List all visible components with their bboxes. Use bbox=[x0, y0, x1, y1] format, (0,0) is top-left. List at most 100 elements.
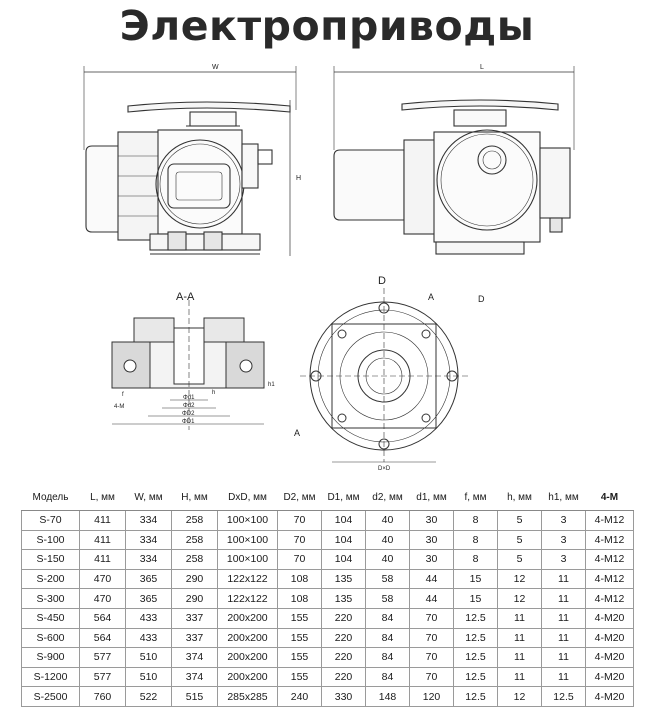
model-cell: S-70 bbox=[21, 510, 80, 531]
model-cell: S-300 bbox=[21, 588, 80, 609]
model-cell: S-600 bbox=[21, 627, 80, 649]
header-cell: d1, мм bbox=[409, 484, 454, 511]
table-cell: 8 bbox=[453, 549, 498, 570]
table-cell: 4-M20 bbox=[585, 627, 634, 649]
header-cell: DxD, мм bbox=[217, 484, 278, 511]
table-cell: 411 bbox=[79, 510, 126, 531]
table-cell: 40 bbox=[365, 510, 410, 531]
model-cell: S-2500 bbox=[21, 686, 80, 707]
table-cell: 40 bbox=[365, 549, 410, 570]
table-cell: 8 bbox=[453, 510, 498, 531]
flange-a-bottom: A bbox=[294, 428, 300, 438]
table-cell: 120 bbox=[409, 686, 454, 707]
header-cell: f, мм bbox=[453, 484, 498, 511]
table-cell: 470 bbox=[79, 588, 126, 609]
table-cell: 4-M20 bbox=[585, 647, 634, 668]
table-cell: 12.5 bbox=[453, 666, 498, 688]
table-cell: 70 bbox=[277, 549, 322, 570]
section-a-a: A-A Φd1 Φd2 ΦD2 ΦD1 h h1 f 4-M bbox=[111, 291, 275, 430]
table-cell: 258 bbox=[171, 549, 218, 570]
table-cell: 58 bbox=[365, 568, 410, 590]
table-cell: 220 bbox=[321, 607, 366, 629]
dim-h-label: H bbox=[296, 175, 301, 182]
table-cell: 70 bbox=[277, 510, 322, 531]
dim-w-label: W bbox=[212, 64, 219, 71]
spec-table: Модель L, мм W, мм H, мм DxD, мм D2, мм … bbox=[21, 484, 634, 707]
header-cell: d2, мм bbox=[365, 484, 410, 511]
table-cell: 200x200 bbox=[217, 666, 278, 688]
table-cell: 135 bbox=[321, 568, 366, 590]
table-cell: 70 bbox=[277, 529, 322, 551]
table-cell: 4-M20 bbox=[585, 607, 634, 629]
table-cell: 11 bbox=[541, 666, 586, 688]
table-cell: 11 bbox=[541, 607, 586, 629]
dim-h1-label: h1 bbox=[268, 382, 275, 388]
table-cell: 84 bbox=[365, 607, 410, 629]
table-cell: 135 bbox=[321, 588, 366, 609]
header-cell: D1, мм bbox=[321, 484, 366, 511]
table-cell: 220 bbox=[321, 627, 366, 649]
table-cell: 30 bbox=[409, 529, 454, 551]
dim-4m-label: 4-M bbox=[114, 404, 124, 410]
table-cell: 30 bbox=[409, 549, 454, 570]
table-cell: 290 bbox=[171, 568, 218, 590]
table-cell: 12 bbox=[497, 686, 542, 707]
table-cell: 15 bbox=[453, 568, 498, 590]
table-cell: 12.5 bbox=[453, 607, 498, 629]
dim-d2-label: Φd2 bbox=[183, 403, 195, 409]
table-cell: 148 bbox=[365, 686, 410, 707]
table-cell: 3 bbox=[541, 529, 586, 551]
header-cell: h, мм bbox=[497, 484, 542, 511]
table-cell: 40 bbox=[365, 529, 410, 551]
table-cell: 577 bbox=[79, 647, 126, 668]
table-cell: 12 bbox=[497, 568, 542, 590]
header-cell: 4-M bbox=[585, 484, 634, 511]
table-cell: 11 bbox=[541, 568, 586, 590]
section-title: A-A bbox=[176, 291, 195, 303]
table-cell: 258 bbox=[171, 510, 218, 531]
table-cell: 104 bbox=[321, 549, 366, 570]
table-cell: 70 bbox=[409, 627, 454, 649]
table-cell: 470 bbox=[79, 568, 126, 590]
header-cell: L, мм bbox=[79, 484, 126, 511]
dim-l-label: L bbox=[480, 64, 484, 71]
table-cell: 108 bbox=[277, 588, 322, 609]
table-cell: 155 bbox=[277, 666, 322, 688]
flange-a-top: A bbox=[428, 292, 434, 302]
table-cell: 8 bbox=[453, 529, 498, 551]
table-cell: 240 bbox=[277, 686, 322, 707]
table-cell: 411 bbox=[79, 549, 126, 570]
table-cell: 577 bbox=[79, 666, 126, 688]
table-cell: 365 bbox=[125, 568, 172, 590]
table-cell: 4-M20 bbox=[585, 666, 634, 688]
table-cell: 12.5 bbox=[541, 686, 586, 707]
table-cell: 70 bbox=[409, 647, 454, 668]
table-cell: 104 bbox=[321, 510, 366, 531]
table-cell: 5 bbox=[497, 529, 542, 551]
table-cell: 70 bbox=[409, 666, 454, 688]
table-cell: 84 bbox=[365, 627, 410, 649]
table-cell: 200x200 bbox=[217, 647, 278, 668]
table-cell: 100×100 bbox=[217, 549, 278, 570]
table-cell: 11 bbox=[541, 647, 586, 668]
table-cell: 200x200 bbox=[217, 607, 278, 629]
table-cell: 337 bbox=[171, 627, 218, 649]
table-cell: 3 bbox=[541, 510, 586, 531]
table-cell: 104 bbox=[321, 529, 366, 551]
table-cell: 155 bbox=[277, 647, 322, 668]
flange-view: D D A A D×D bbox=[294, 275, 485, 472]
table-cell: 11 bbox=[497, 627, 542, 649]
table-cell: 515 bbox=[171, 686, 218, 707]
table-cell: 411 bbox=[79, 529, 126, 551]
table-cell: 258 bbox=[171, 529, 218, 551]
table-cell: 11 bbox=[541, 627, 586, 649]
table-cell: 100×100 bbox=[217, 529, 278, 551]
dim-flange-d1-label: ΦD1 bbox=[182, 419, 195, 425]
